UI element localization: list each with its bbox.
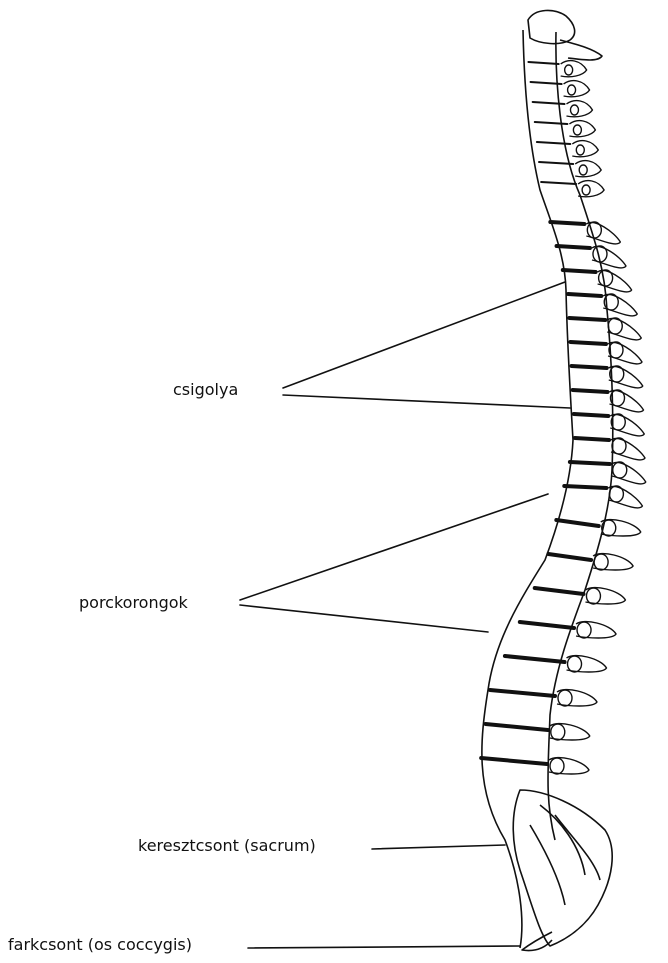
posterior-contour bbox=[548, 32, 613, 840]
articular-facet bbox=[608, 318, 622, 334]
spinous-process bbox=[586, 223, 620, 244]
disc bbox=[570, 342, 606, 344]
spinous-process bbox=[611, 439, 645, 460]
disc bbox=[556, 520, 598, 526]
disc bbox=[563, 270, 596, 272]
disc bbox=[548, 554, 591, 560]
coccyx-label: farkcsont (os coccygis) bbox=[8, 937, 192, 953]
articular-facet bbox=[570, 105, 578, 115]
vertebral-column-outline bbox=[482, 10, 613, 950]
spinous-process bbox=[549, 758, 589, 774]
spinous-process bbox=[603, 295, 637, 316]
articular-facet bbox=[612, 438, 626, 454]
articular-facet bbox=[576, 145, 584, 155]
disc bbox=[568, 294, 601, 296]
disc bbox=[575, 438, 609, 440]
anterior-contour bbox=[482, 30, 573, 948]
coccyx-shape bbox=[522, 932, 552, 951]
sacrum-inner bbox=[530, 805, 600, 905]
leader-porc-2 bbox=[240, 605, 488, 632]
axis-spinous bbox=[560, 40, 602, 60]
articular-facet bbox=[599, 270, 613, 286]
leader-sacrum bbox=[372, 845, 505, 849]
disc bbox=[572, 366, 607, 368]
articular-facet bbox=[551, 724, 565, 740]
articular-facet bbox=[582, 185, 590, 195]
articular-facet bbox=[609, 486, 623, 502]
disc bbox=[550, 222, 584, 224]
discs-label: porckorongok bbox=[79, 595, 188, 611]
articular-facet bbox=[550, 758, 564, 774]
spinous-process bbox=[607, 319, 641, 340]
spinous-process bbox=[550, 724, 590, 740]
disc bbox=[535, 122, 568, 124]
spinous-process bbox=[576, 622, 616, 638]
disc bbox=[486, 724, 548, 730]
spinous-process bbox=[609, 367, 643, 388]
spinous-process bbox=[608, 487, 642, 508]
disc bbox=[573, 390, 608, 392]
spinous-process bbox=[567, 656, 607, 672]
sacrum-label: keresztcsont (sacrum) bbox=[138, 838, 316, 854]
leader-porc-1 bbox=[240, 494, 548, 600]
disc bbox=[520, 622, 574, 628]
vertebra-label: csigolya bbox=[173, 382, 238, 398]
spinous-process bbox=[601, 520, 641, 536]
disc bbox=[564, 486, 606, 488]
spinous-process bbox=[585, 588, 625, 604]
disc bbox=[541, 182, 576, 184]
articular-facet bbox=[558, 690, 572, 706]
articular-facet bbox=[586, 588, 600, 604]
spinous-process bbox=[608, 343, 642, 364]
spinous-process bbox=[612, 463, 646, 484]
disc bbox=[537, 142, 570, 144]
spinous-process bbox=[557, 690, 597, 706]
leader-csigolya-2 bbox=[283, 395, 570, 408]
articular-facet bbox=[573, 125, 581, 135]
spinous-process bbox=[593, 554, 633, 570]
articular-facet bbox=[568, 656, 582, 672]
spinous-process bbox=[610, 415, 644, 436]
intervertebral-discs bbox=[481, 62, 610, 764]
articular-facet bbox=[587, 222, 601, 238]
disc bbox=[533, 102, 565, 104]
articular-facet bbox=[568, 85, 576, 95]
articular-facet bbox=[613, 462, 627, 478]
leader-coccyx bbox=[248, 946, 520, 948]
disc bbox=[557, 246, 590, 248]
spinous-process bbox=[610, 391, 644, 412]
sacrum-shape bbox=[513, 790, 612, 946]
disc bbox=[490, 690, 555, 696]
disc bbox=[505, 656, 565, 662]
articular-facet bbox=[594, 554, 608, 570]
disc bbox=[569, 318, 605, 320]
disc bbox=[481, 758, 547, 764]
articular-facet bbox=[577, 622, 591, 638]
articular-facet bbox=[565, 65, 573, 75]
articular-facet bbox=[579, 165, 587, 175]
disc bbox=[570, 462, 610, 464]
disc bbox=[535, 588, 584, 594]
leader-csigolya-1 bbox=[283, 282, 565, 388]
disc bbox=[528, 62, 558, 64]
skull-base bbox=[528, 10, 575, 43]
disc bbox=[574, 414, 608, 416]
